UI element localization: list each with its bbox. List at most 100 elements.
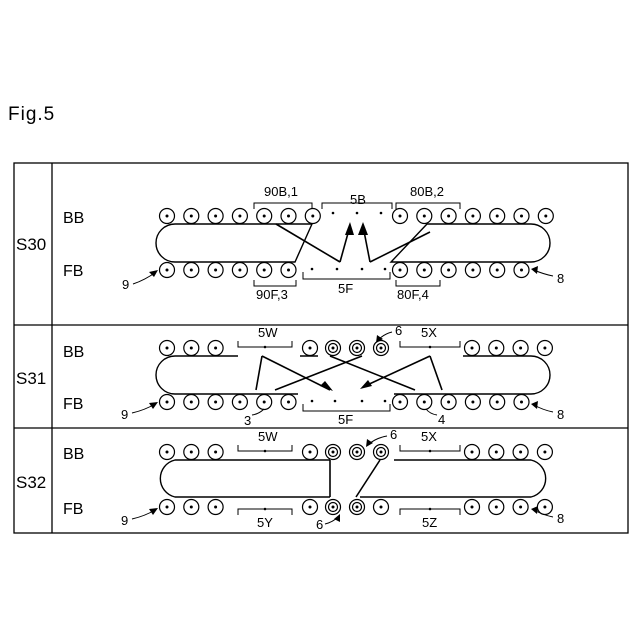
right-belt-s30 xyxy=(391,224,550,262)
label-bc-s31: 5F xyxy=(338,412,353,427)
front-bed-needles-s30 xyxy=(160,263,530,278)
needle-center xyxy=(495,506,498,509)
needle-center xyxy=(238,215,241,218)
back-bed-needles-s31 xyxy=(160,341,553,356)
needle-center xyxy=(190,401,193,404)
needle-center xyxy=(543,347,546,350)
needle-center xyxy=(380,347,383,350)
back-bed-needles-s30 xyxy=(160,209,554,224)
label-tc-s31: 6 xyxy=(395,323,402,338)
needle-center xyxy=(166,347,169,350)
label-bl-s32: 5Y xyxy=(257,515,273,530)
needle-center xyxy=(166,506,169,509)
label-tr-s30: 80B,2 xyxy=(410,184,444,199)
needle-center xyxy=(190,506,193,509)
needle-center xyxy=(520,401,523,404)
needle-center xyxy=(238,401,241,404)
fb-label-s30: FB xyxy=(63,263,83,280)
needle-center xyxy=(166,269,169,272)
label-right-s30: 8 xyxy=(557,271,564,286)
needle-center xyxy=(332,506,335,509)
needle-center xyxy=(519,506,522,509)
needle-center xyxy=(309,506,312,509)
needle-center xyxy=(495,347,498,350)
table-frame xyxy=(14,163,628,533)
needle-center xyxy=(423,269,426,272)
needle-center xyxy=(447,401,450,404)
needle-center xyxy=(544,215,547,218)
label-left-s31: 9 xyxy=(121,407,128,422)
label-br-s31: 4 xyxy=(438,412,445,427)
needle-center xyxy=(214,401,217,404)
needle-center xyxy=(380,451,383,454)
label-tr-s31: 5X xyxy=(421,325,437,340)
needle-center xyxy=(190,269,193,272)
needle-center xyxy=(496,269,499,272)
needle-center xyxy=(214,215,217,218)
needle-center xyxy=(519,451,522,454)
needle-center xyxy=(214,347,217,350)
label-br-s32: 5Z xyxy=(422,515,437,530)
needle-center xyxy=(380,506,383,509)
left-belt-s30 xyxy=(156,224,312,262)
left-belt-s32 xyxy=(160,460,330,497)
needle-center xyxy=(214,269,217,272)
step-label-s30: S30 xyxy=(16,235,46,254)
step-label-s32: S32 xyxy=(16,473,46,492)
needle-center xyxy=(471,347,474,350)
right-belt-s32 xyxy=(360,460,546,497)
label-bl-s30: 90F,3 xyxy=(256,287,288,302)
label-tc-s30: 5B xyxy=(350,192,366,207)
bb-label-s32: BB xyxy=(63,446,84,463)
needle-center xyxy=(399,401,402,404)
needle-center xyxy=(214,506,217,509)
needle-center xyxy=(190,215,193,218)
needle-center xyxy=(519,347,522,350)
needle-center xyxy=(471,451,474,454)
row-s32: S32 BB FB 5W 6 5X 5Y 6 5Z 9 8 xyxy=(16,427,564,532)
needle-center xyxy=(447,215,450,218)
needle-center xyxy=(423,401,426,404)
needle-center xyxy=(190,451,193,454)
needle-center xyxy=(496,401,499,404)
front-bed-needles-s31 xyxy=(160,395,530,410)
needle-center xyxy=(238,269,241,272)
needle-center xyxy=(520,215,523,218)
needle-center xyxy=(399,269,402,272)
label-tl-s31: 5W xyxy=(258,325,278,340)
step-label-s31: S31 xyxy=(16,369,46,388)
label-left-s30: 9 xyxy=(122,277,129,292)
label-right-s32: 8 xyxy=(557,511,564,526)
needle-center xyxy=(309,451,312,454)
needle-center xyxy=(520,269,523,272)
label-tr-s32: 5X xyxy=(421,429,437,444)
needle-center xyxy=(471,269,474,272)
needle-center xyxy=(309,347,312,350)
needle-center xyxy=(332,451,335,454)
needle-center xyxy=(166,451,169,454)
needle-center xyxy=(471,401,474,404)
label-right-s31: 8 xyxy=(557,407,564,422)
needle-center xyxy=(166,215,169,218)
left-belt-s31 xyxy=(156,356,298,394)
needle-center xyxy=(214,451,217,454)
row-s31: S31 BB FB 5W 6 5X 3 5F 4 xyxy=(16,323,564,428)
bb-label-s30: BB xyxy=(63,210,84,227)
needle-center xyxy=(311,215,314,218)
label-tl-s30: 90B,1 xyxy=(264,184,298,199)
needle-center xyxy=(423,215,426,218)
needle-center xyxy=(166,401,169,404)
needle-center xyxy=(356,347,359,350)
brackets-s32 xyxy=(238,445,460,515)
connection-lines-s32 xyxy=(330,460,380,497)
needle-center xyxy=(356,506,359,509)
fb-label-s32: FB xyxy=(63,501,83,518)
needle-center xyxy=(263,215,266,218)
needle-center xyxy=(447,269,450,272)
needle-center xyxy=(263,401,266,404)
transfer-arrows-s30 xyxy=(276,222,430,262)
bb-label-s31: BB xyxy=(63,344,84,361)
label-bl-s31: 3 xyxy=(244,413,251,428)
row-s30: S30 BB FB 90B,1 5B 80B,2 90F,3 xyxy=(16,184,564,302)
